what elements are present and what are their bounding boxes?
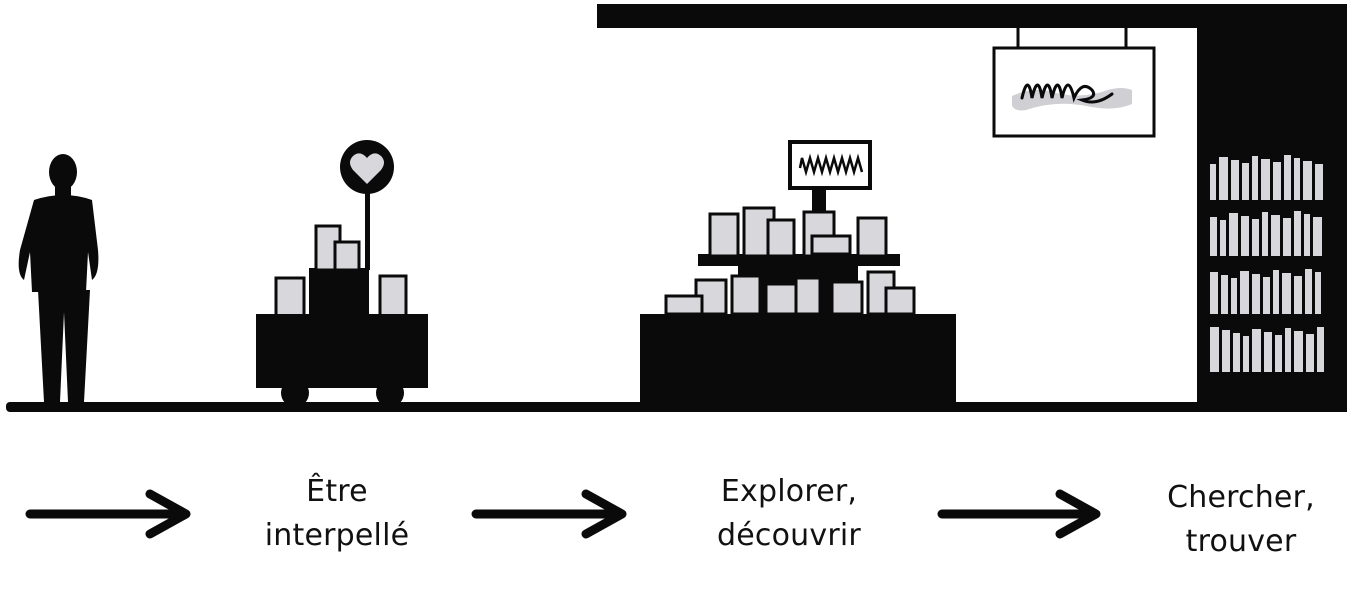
- shelf-book: [1252, 219, 1259, 256]
- stage-label-line: trouver: [1185, 524, 1297, 559]
- book-icon: [766, 218, 796, 258]
- book-icon: [764, 282, 798, 316]
- shelf-book: [1263, 277, 1270, 314]
- shelf-book: [1252, 329, 1261, 372]
- shelf-book: [1303, 161, 1312, 200]
- shelf-book: [1229, 213, 1238, 256]
- shelf-book: [1315, 272, 1321, 314]
- shelf-book: [1243, 336, 1249, 372]
- arrow-right-icon: [937, 489, 1101, 539]
- book-stack: [810, 234, 852, 256]
- book-icon: [884, 286, 916, 316]
- floor-line: [6, 402, 1346, 412]
- shelf-book: [1294, 211, 1301, 256]
- shelf-book: [1305, 269, 1312, 314]
- book-icon: [708, 212, 740, 258]
- arrow-right-icon: [25, 489, 191, 539]
- shelf-book: [1275, 335, 1282, 372]
- display-table: [640, 140, 956, 406]
- shelf-book: [1261, 159, 1270, 200]
- heart-icon: [350, 153, 384, 184]
- table-books: [664, 206, 916, 316]
- shelf-book: [1271, 215, 1280, 256]
- shelf-book: [1252, 274, 1260, 314]
- shelf-book: [1273, 162, 1281, 200]
- shelf-book: [1233, 333, 1240, 372]
- shelf-book: [1219, 157, 1228, 200]
- shelf-book: [1315, 164, 1323, 200]
- shelf-book: [1222, 330, 1230, 372]
- book-cart: [256, 140, 428, 407]
- book-icon: [830, 280, 864, 316]
- shelf-book: [1220, 220, 1226, 256]
- stage-label-line: Explorer,: [720, 474, 858, 509]
- shelf-book: [1273, 270, 1279, 314]
- shelf-book: [1306, 334, 1314, 372]
- sign-scribble: [1020, 83, 1114, 104]
- stage-label-interpelle: Être interpellé: [237, 470, 437, 558]
- book-icon: [794, 276, 822, 316]
- shelf-book: [1240, 271, 1249, 314]
- shelf-book: [1241, 216, 1249, 256]
- person-figure-icon: [18, 154, 99, 402]
- book-icon: [730, 274, 762, 316]
- shelf-book: [1304, 214, 1310, 256]
- book-icon: [856, 216, 888, 258]
- shelf-book: [1210, 272, 1218, 314]
- arrow-right-icon: [471, 489, 627, 539]
- hanging-sign: [992, 28, 1156, 138]
- shelf-book: [1242, 163, 1249, 200]
- shelf-book: [1262, 212, 1268, 256]
- shelf-book: [1252, 156, 1258, 200]
- stage-label-explorer: Explorer, découvrir: [689, 470, 889, 558]
- shelf-book: [1231, 278, 1237, 314]
- arrows: [25, 489, 1101, 539]
- shelf-book: [1283, 218, 1291, 256]
- shelf-book: [1285, 328, 1291, 372]
- shelf-book: [1221, 275, 1228, 314]
- shelf-book: [1294, 276, 1302, 314]
- shelf-book: [1264, 332, 1272, 372]
- shelf-book: [1210, 217, 1217, 256]
- stage-label-line: découvrir: [717, 518, 861, 553]
- stage-label-line: interpellé: [264, 518, 410, 553]
- shelf-book: [1282, 273, 1291, 314]
- book-stack: [664, 294, 704, 316]
- shelf-book: [1313, 217, 1322, 256]
- shelf-book: [1294, 158, 1300, 200]
- shelf-book: [1210, 164, 1216, 200]
- shelf-book: [1210, 327, 1219, 372]
- shelf-book: [1231, 160, 1239, 200]
- stage-label-line: Chercher,: [1167, 480, 1315, 515]
- shelf-book: [1284, 155, 1291, 200]
- stage-label-chercher: Chercher, trouver: [1141, 476, 1341, 564]
- shelf-books: [1210, 155, 1324, 372]
- stage-label-line: Être: [306, 474, 368, 509]
- shelf-book: [1294, 331, 1303, 372]
- shelf-book: [1317, 327, 1324, 372]
